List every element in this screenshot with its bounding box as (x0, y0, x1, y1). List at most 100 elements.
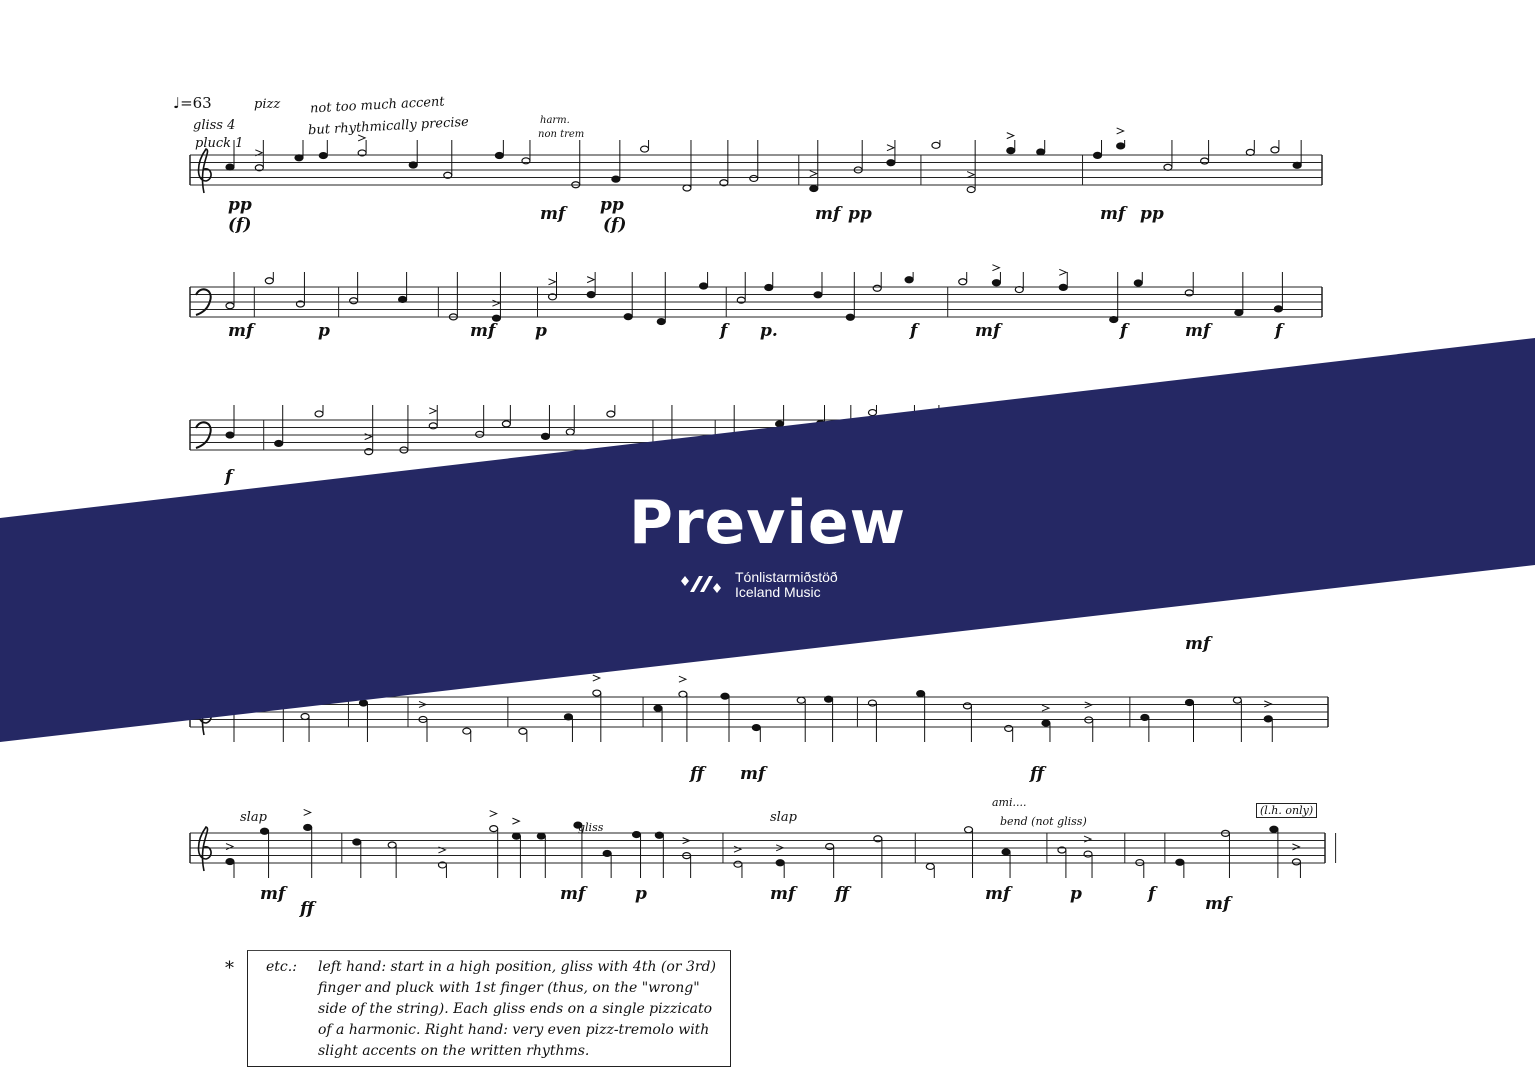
lh-only-marking: (l.h. only) (1256, 803, 1318, 818)
note-head (1253, 441, 1263, 449)
slap-marking: slap (770, 810, 797, 825)
note-head (294, 154, 304, 162)
note-head (1171, 419, 1181, 427)
note-head (656, 317, 666, 326)
note-head (302, 558, 312, 566)
note-head (867, 699, 878, 707)
note-head (825, 842, 835, 851)
note-head (1215, 407, 1225, 415)
dynamic-marking: mf (470, 321, 496, 341)
note-head (225, 857, 235, 866)
iceland-music-logo: Tónlistarmiðstöð Iceland Music (679, 570, 838, 600)
note-head (764, 283, 774, 292)
note-head (845, 313, 855, 321)
accent-mark (592, 674, 602, 682)
footnote-marker: * (225, 958, 234, 979)
note-head (300, 712, 310, 721)
note-head (1270, 146, 1280, 154)
note-head (259, 827, 270, 835)
note-head (916, 689, 926, 698)
note-head (225, 584, 235, 593)
note-head (387, 841, 397, 849)
note-head (1232, 696, 1242, 704)
accent-mark (1059, 268, 1068, 276)
note-head (475, 430, 485, 438)
note-head (489, 824, 499, 833)
note-head (1004, 724, 1014, 733)
accent-mark (1041, 704, 1051, 712)
brand-line-2: Iceland Music (735, 584, 821, 600)
dynamic-marking: f (720, 321, 728, 341)
note-head (565, 428, 575, 436)
accent-mark (775, 844, 785, 852)
accent-mark (357, 134, 367, 142)
dynamic-marking: mf (1100, 204, 1126, 224)
note-head (1291, 858, 1302, 866)
note-head (725, 444, 735, 452)
note-head (225, 302, 235, 310)
note-head (663, 445, 673, 453)
dynamic-marking: mf (228, 321, 254, 341)
note-head (274, 439, 284, 448)
note-head (511, 832, 522, 840)
note-head (1058, 283, 1068, 291)
accent-mark (1147, 396, 1157, 404)
note-head (1263, 715, 1273, 723)
note-head (639, 145, 650, 153)
note-head (1083, 850, 1093, 858)
accent-mark (586, 276, 596, 284)
note-head (962, 424, 972, 433)
note-head (1292, 161, 1302, 169)
accent-mark (512, 817, 521, 825)
dynamic-marking: mf (560, 884, 586, 904)
accent-mark (225, 570, 235, 577)
note-head (647, 563, 657, 571)
note-head (962, 702, 973, 710)
dynamic-marking: mf (1185, 321, 1211, 341)
dynamic-marking: ff (835, 884, 850, 904)
note-head (958, 278, 968, 286)
accent-mark (548, 278, 557, 286)
note-head (1080, 578, 1090, 587)
note-head (1033, 578, 1043, 586)
note-head (931, 141, 941, 149)
note-head (1269, 825, 1279, 833)
note-head (1116, 142, 1126, 150)
dynamic-marking: f (225, 467, 233, 487)
dynamic-marking: pp (228, 195, 252, 215)
dynamic-marking: f (1148, 884, 1156, 904)
accent-mark (962, 410, 972, 418)
bend-marking: bend (not gliss) (1000, 815, 1087, 828)
dynamic-marking: mf (770, 884, 796, 904)
accent-mark (489, 810, 498, 818)
accent-mark (303, 808, 312, 816)
note-head (274, 694, 284, 702)
note-head (720, 692, 730, 700)
note-head (264, 277, 274, 285)
dynamic-marking: p (318, 321, 330, 341)
note-head (963, 826, 974, 834)
note-head (314, 410, 324, 418)
accent-mark (300, 698, 310, 705)
note-head (536, 832, 546, 840)
note-head (678, 690, 688, 698)
note-head (501, 420, 511, 428)
dynamic-marking: p (1070, 884, 1082, 904)
note-head (1147, 411, 1157, 419)
accent-mark (733, 845, 743, 853)
note-head (796, 696, 806, 704)
note-head (349, 297, 359, 305)
note-head (1119, 416, 1129, 424)
note-head (682, 184, 692, 192)
note-head (1001, 848, 1011, 856)
note-head (930, 413, 940, 421)
bass-clef-icon (195, 288, 212, 316)
dynamic-marking: f (910, 321, 918, 341)
note-head (867, 408, 878, 417)
accent-mark (1254, 426, 1263, 434)
accent-mark (678, 675, 688, 683)
harm-marking: harm. (540, 115, 570, 126)
note-head (653, 704, 663, 712)
note-head (698, 282, 709, 290)
accent-mark (809, 170, 819, 178)
